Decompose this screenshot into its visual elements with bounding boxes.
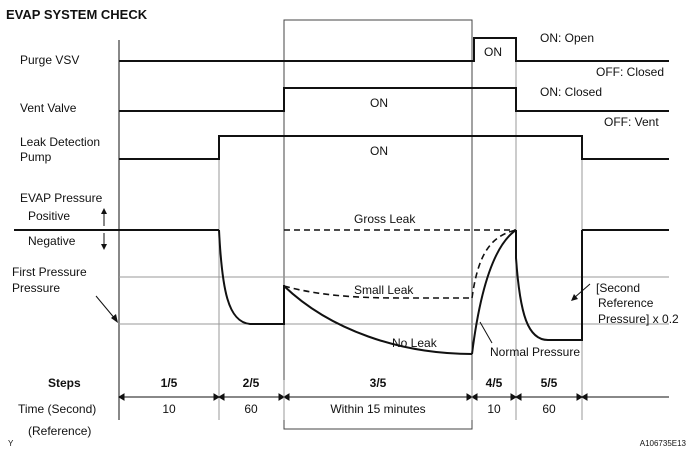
no-leak-curve	[283, 285, 473, 355]
pump-down-curve	[218, 229, 285, 325]
recovery-curve-leak	[471, 229, 517, 299]
step-5-time: 60	[542, 402, 556, 416]
vent-valve-label: Vent Valve	[20, 101, 77, 115]
first-ref-label-line2: Pressure	[12, 281, 60, 295]
second-pump-down-curve	[515, 230, 583, 341]
step-1-label: 1/5	[161, 376, 178, 390]
recovery-curve-normal	[471, 229, 517, 355]
pressure-negative-label: Negative	[28, 234, 76, 248]
purge-vsv-signal	[119, 37, 669, 62]
corner-mark: Y	[8, 439, 14, 448]
small-leak-curve	[283, 285, 472, 299]
purge-vsv-label: Purge VSV	[20, 53, 79, 67]
negative-arrow-head	[101, 244, 107, 250]
step-3-time: Within 15 minutes	[330, 402, 425, 416]
step-2-time: 60	[244, 402, 258, 416]
step-1-time: 10	[162, 402, 176, 416]
second-ref-label-line2: Reference	[598, 296, 654, 310]
vent-valve-signal	[119, 87, 669, 112]
step-3-label: 3/5	[370, 376, 387, 390]
small-leak-label: Small Leak	[354, 283, 414, 297]
steps-header: Steps	[48, 376, 81, 390]
second-ref-label-line1: [Second	[596, 281, 640, 295]
purge-vsv-off-state: OFF: Closed	[596, 65, 664, 79]
vent-valve-on-pulse: ON	[370, 96, 388, 110]
leak-pump-on-pulse: ON	[370, 144, 388, 158]
step-3-frame	[283, 19, 473, 430]
normal-pressure-pointer	[479, 321, 493, 344]
vent-valve-on-state: ON: Closed	[540, 85, 602, 99]
normal-pressure-label: Normal Pressure	[490, 345, 580, 359]
leak-pump-signal	[119, 135, 669, 160]
step-5-label: 5/5	[541, 376, 558, 390]
step-2-label: 2/5	[243, 376, 260, 390]
leak-pump-label-line2: Pump	[20, 150, 52, 164]
vent-valve-off-state: OFF: Vent	[604, 115, 659, 129]
diagram-title: EVAP SYSTEM CHECK	[6, 7, 148, 22]
figure-code: A106735E13	[640, 439, 687, 448]
first-ref-pointer-head	[111, 314, 118, 323]
first-ref-label-line1: First Pressure	[12, 265, 87, 279]
step-4-label: 4/5	[486, 376, 503, 390]
gross-leak-label: Gross Leak	[354, 212, 416, 226]
evap-pressure-label: EVAP Pressure	[20, 191, 103, 205]
first-ref-pointer	[95, 295, 117, 321]
leak-pump-label-line1: Leak Detection	[20, 135, 100, 149]
second-ref-pointer	[573, 283, 591, 299]
axis-arrows	[118, 393, 588, 401]
purge-vsv-on-state: ON: Open	[540, 31, 594, 45]
step-4-time: 10	[487, 402, 501, 416]
purge-vsv-on-pulse: ON	[484, 45, 502, 59]
second-ref-label-line3: Pressure] x 0.2	[598, 312, 679, 326]
no-leak-label: No Leak	[392, 336, 438, 350]
second-ref-pointer-head	[571, 294, 578, 301]
positive-arrow-head	[101, 208, 107, 214]
time-header: Time (Second)	[18, 402, 96, 416]
time-reference: (Reference)	[28, 424, 91, 438]
pressure-positive-label: Positive	[28, 209, 70, 223]
